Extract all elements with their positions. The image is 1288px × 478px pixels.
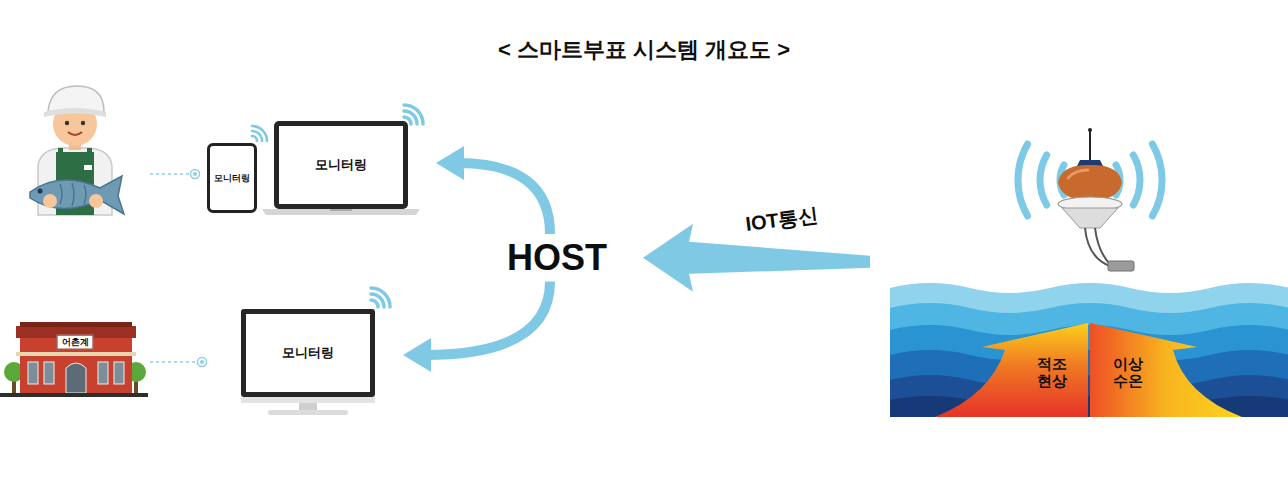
- phenomenon-text: 적조 현상: [1034, 355, 1070, 390]
- smart-buoy-part: [1089, 130, 1091, 164]
- smart-buoy: [1058, 128, 1134, 271]
- text-anchor: 어촌계: [57, 335, 94, 350]
- host-server: HOST: [501, 234, 613, 282]
- sea-buoy-area: 적조 현상 이상 수온: [870, 120, 1288, 417]
- fisherman-figure-part: [38, 189, 43, 194]
- sea-waves-part: [890, 303, 1288, 417]
- phenomenon-text: 이상 수온: [1110, 355, 1146, 390]
- cooperative-building-part: [0, 393, 148, 397]
- sea-waves: [890, 283, 1288, 417]
- fisherman-figure-part: [43, 194, 57, 208]
- fishery-cooperative-building: 어촌계: [5, 322, 145, 397]
- cooperative-building-part: [20, 322, 132, 327]
- connector: [403, 282, 550, 372]
- buoy-wifi-symbol-part: [1040, 155, 1047, 205]
- smart-buoy-part: [1095, 228, 1110, 264]
- phone-wifi-symbol-part: [252, 126, 267, 141]
- cooperative-building-part: [114, 362, 124, 384]
- buoy-wifi-symbol-part: [1133, 155, 1140, 205]
- sea-waves-part: [890, 325, 1288, 417]
- text-anchor: 이상 수온: [1110, 355, 1146, 390]
- link-dot: [200, 360, 204, 364]
- fisherman-figure-part: [60, 183, 86, 206]
- fisherman-figure-part: [58, 148, 63, 158]
- monitor-wifi-symbol-part: [371, 288, 390, 307]
- smart-buoy-part: [1088, 128, 1092, 132]
- monitor-stand-part: [299, 403, 317, 411]
- buoy-wifi-symbol-part: [1018, 144, 1028, 216]
- phone-wifi-symbol-part: [252, 131, 262, 141]
- fisherman-figure-part: [87, 148, 92, 158]
- smart-buoy-part: [1085, 228, 1110, 266]
- monitor-stand-part: [268, 410, 348, 415]
- fisherman-figure-part: [84, 165, 92, 170]
- cooperative-building: [0, 322, 148, 397]
- screen-text: 모니터링: [282, 344, 334, 362]
- title-anchor: < 스마트부표 시스템 개요도 >: [0, 35, 1288, 65]
- edge-label: IOT통신: [743, 202, 819, 238]
- connector: [150, 358, 207, 367]
- cooperative-building-part: [66, 363, 86, 393]
- fisherman-leader-line-part: [191, 170, 200, 179]
- fisherman-figure-part: [44, 108, 106, 117]
- arrow-head: [436, 146, 464, 180]
- smart-buoy-part: [1068, 170, 1088, 178]
- fisherman-figure: [30, 86, 124, 215]
- phone-screen: 모니터링: [207, 143, 257, 213]
- dashed-link: [150, 361, 197, 363]
- laptop-wifi-symbol-part: [404, 105, 423, 124]
- rising-arrow-shape-part: [935, 323, 1088, 417]
- host-text: HOST: [507, 238, 607, 278]
- smart-buoy-part: [1062, 208, 1118, 228]
- cooperative-building-part: [44, 362, 54, 384]
- sea-waves-part: [890, 283, 1288, 417]
- fisherman-leader-line-part: [193, 172, 197, 176]
- monitor-wifi-symbol-part: [371, 294, 384, 307]
- curved-arrow-shaft: [458, 163, 550, 234]
- cooperative-building-part: [28, 362, 38, 384]
- screen-text: 모니터링: [214, 172, 250, 185]
- laptop-wifi-symbol: [404, 105, 423, 124]
- building-sign-text: 어촌계: [57, 335, 94, 350]
- monitor-wifi-symbol-part: [371, 300, 378, 307]
- fisherman-figure-part: [30, 176, 124, 214]
- monitor-stand: [241, 397, 375, 415]
- fisherman-figure-part: [89, 194, 103, 208]
- buoy-wifi-symbol-part: [1152, 144, 1162, 216]
- phone-wifi-symbol: [252, 126, 267, 141]
- diagram-title: < 스마트부표 시스템 개요도 >: [498, 35, 790, 65]
- cooperative-building-part: [98, 362, 108, 384]
- screen-text: 모니터링: [315, 156, 367, 174]
- laptop-base-part: [262, 209, 420, 215]
- laptop-screen: 모니터링: [274, 121, 408, 209]
- text-anchor: 적조 현상: [1034, 355, 1070, 390]
- monitor-wifi-symbol: [371, 288, 390, 307]
- fisherman-leader-line: [150, 170, 200, 179]
- monitor-screen: 모니터링: [241, 309, 375, 397]
- fisherman-figure-part: [81, 121, 85, 125]
- connector: [436, 146, 550, 234]
- smart-buoy-part: [1108, 261, 1134, 271]
- laptop-base: [262, 209, 420, 215]
- curved-arrow-shaft: [425, 282, 550, 355]
- rising-arrow-shape: [935, 323, 1242, 417]
- phone-wifi-symbol-part: [252, 136, 257, 141]
- link-dot: [198, 358, 207, 367]
- cooperative-building-part: [16, 352, 136, 356]
- fisherman-figure-part: [68, 132, 82, 135]
- edge-label-anchor: IOT통신: [743, 202, 819, 238]
- rising-arrow-shape-part: [1090, 323, 1242, 417]
- fisherman-figure-part: [65, 121, 69, 125]
- sea-waves-part: [890, 350, 1288, 417]
- laptop-base-part: [330, 209, 352, 211]
- fisherman-leader-line-part: [150, 173, 190, 175]
- monitor-stand-part: [241, 397, 375, 403]
- arrow-head: [403, 338, 431, 372]
